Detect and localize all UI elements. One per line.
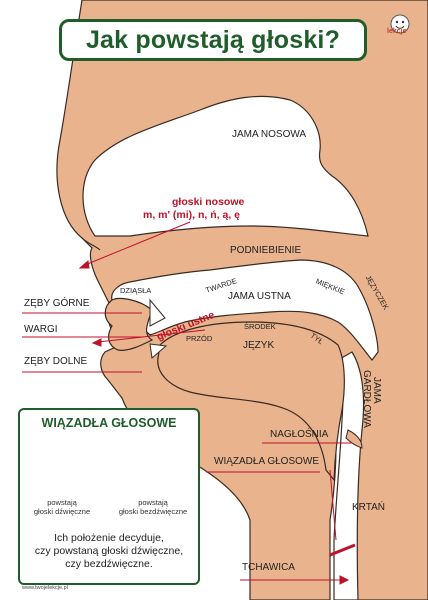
voiceless-caption-line-2: głoski bezdźwięczne <box>118 507 188 516</box>
legend-description-line-3: czy bezdźwięczne. <box>65 558 153 570</box>
label-gloski-nosowe-list: m, m' (mi), n, ń, ą, ę <box>143 209 241 221</box>
label-jama-gardlowa-2: GARDŁOWA <box>361 370 372 428</box>
label-podniebienie: PODNIEBIENIE <box>230 245 302 256</box>
legend-description-line-1: Ich położenie decyduje, <box>54 532 164 544</box>
label-jama-nosowa: JAMA NOSOWA <box>232 129 307 140</box>
label-naglosnia: NAGŁOŚNIA <box>270 429 329 440</box>
epiglottis-shape <box>345 429 363 449</box>
voiced-caption: powstają głoski dźwięczne <box>22 498 102 516</box>
legend-box: WIĄZADŁA GŁOSOWE powstają głoski dźwięcz… <box>18 408 200 585</box>
label-srodek: ŚRODEK <box>244 322 276 331</box>
label-gloski-nosowe: głoski nosowe <box>172 196 245 208</box>
voiced-caption-line-1: powstają <box>47 498 77 507</box>
legend-description-line-2: czy powstaną głoski dźwięczne, <box>34 545 184 557</box>
voiceless-caption: powstają głoski bezdźwięczne <box>106 498 200 516</box>
label-wargi: WARGI <box>24 324 58 335</box>
upper-teeth-shape <box>149 298 166 327</box>
label-jama-gardlowa-1: JAMA <box>371 377 382 404</box>
oral-cavity <box>111 259 379 361</box>
logo-text: lekcje <box>387 28 407 35</box>
label-wiazadla-glosowe: WIĄZADŁA GŁOSOWE <box>214 456 320 467</box>
label-jama-ustna: JAMA USTNA <box>228 291 291 302</box>
voiceless-caption-line-1: powstają <box>138 498 168 507</box>
page-title: Jak powstają głoski? <box>85 25 341 54</box>
legend-description: Ich położenie decyduje, czy powstaną gło… <box>20 532 198 571</box>
label-dziasla: DZIĄSŁA <box>120 286 152 295</box>
voiced-caption-line-2: głoski dźwięczne <box>33 507 91 516</box>
label-przod: PRZÓD <box>186 334 213 343</box>
footer-url: www.twojelekcje.pl <box>22 585 68 591</box>
lower-teeth-shape <box>149 343 168 359</box>
label-lines <box>22 312 352 585</box>
label-tchawica: TCHAWICA <box>242 562 295 573</box>
label-krtan: KRTAŃ <box>352 502 385 513</box>
lips-shape <box>104 297 154 351</box>
tongue-shape <box>157 321 345 482</box>
title-box: Jak powstają głoski? <box>59 19 367 61</box>
pointer-lines <box>78 221 356 557</box>
nose-shape <box>81 237 101 251</box>
label-jezyk: JĘZYK <box>243 340 275 351</box>
nasal-cavity <box>82 95 369 237</box>
label-zeby-dolne: ZĘBY DOLNE <box>24 356 88 367</box>
label-zeby-gorne: ZĘBY GÓRNE <box>24 298 90 309</box>
legend-title: WIĄZADŁA GŁOSOWE <box>41 416 177 430</box>
smiley-face-icon <box>390 14 410 34</box>
